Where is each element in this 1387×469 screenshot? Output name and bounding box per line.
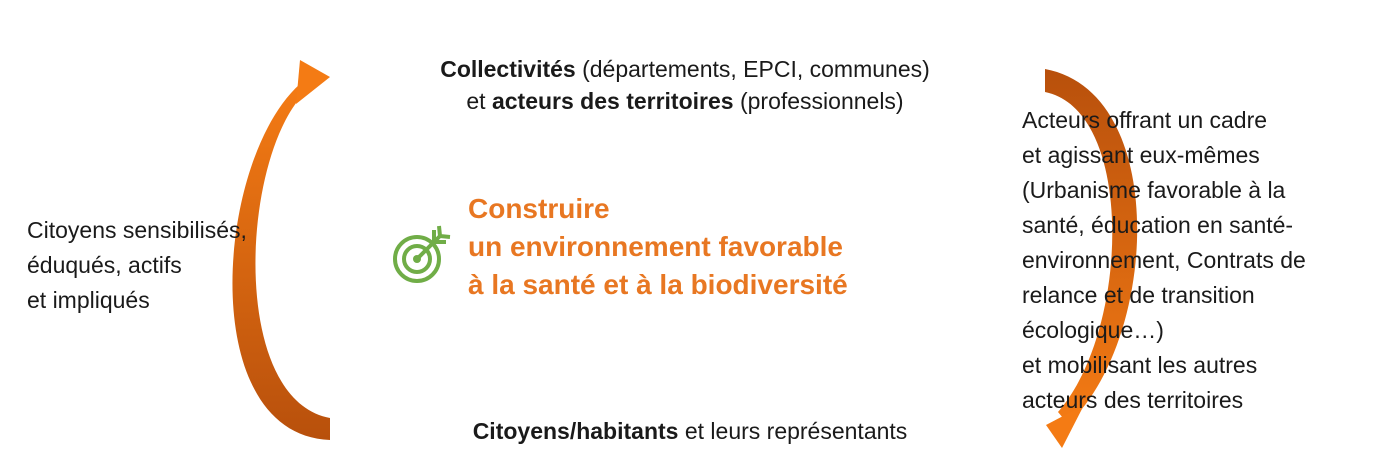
- right-line-2: et agissant eux-mêmes: [1022, 142, 1260, 168]
- left-line-3: et impliqués: [27, 287, 150, 313]
- right-line-4: santé, éducation en santé-: [1022, 212, 1294, 238]
- citoyens-habitants-label: Citoyens/habitants et leurs représentant…: [390, 415, 990, 447]
- collectivites-line-1: Collectivités (départements, EPCI, commu…: [350, 53, 1020, 85]
- right-line-3: (Urbanisme favorable à la: [1022, 177, 1286, 203]
- right-line-9: acteurs des territoires: [1022, 387, 1244, 413]
- left-cycle-arrow: [232, 60, 330, 440]
- central-goal: Construire un environnement favorable à …: [468, 190, 928, 304]
- citoyens-habitants-detail: et leurs représentants: [678, 418, 908, 444]
- citoyens-sensibilises-label: Citoyens sensibilisés, éduqués, actifs e…: [27, 213, 307, 318]
- acteurs-detail: (professionnels): [733, 88, 904, 114]
- right-cycle-arrow: [1045, 69, 1138, 448]
- right-line-8: et mobilisant les autres: [1022, 352, 1258, 378]
- target-arrow-icon: [393, 225, 451, 283]
- right-line-5: environnement, Contrats de: [1022, 247, 1306, 273]
- acteurs-cadre-label: Acteurs offrant un cadre et agissant eux…: [1022, 103, 1382, 418]
- left-line-1: Citoyens sensibilisés,: [27, 217, 247, 243]
- citoyens-habitants-bold: Citoyens/habitants: [472, 418, 679, 444]
- collectivites-detail: (départements, EPCI, communes): [575, 56, 930, 82]
- collectivites-label: Collectivités (départements, EPCI, commu…: [350, 53, 1020, 117]
- central-goal-line-3: à la santé et à la biodiversité: [468, 269, 848, 300]
- acteurs-prefix: et: [466, 88, 492, 114]
- right-line-7: écologique…): [1022, 317, 1164, 343]
- right-line-1: Acteurs offrant un cadre: [1022, 107, 1268, 133]
- acteurs-territoires-bold: acteurs des territoires: [491, 88, 734, 114]
- collectivites-line-2: et acteurs des territoires (professionne…: [350, 85, 1020, 117]
- central-goal-title: Construire un environnement favorable à …: [468, 190, 928, 304]
- collectivites-bold: Collectivités: [440, 56, 576, 82]
- central-goal-line-1: Construire: [468, 193, 610, 224]
- right-line-6: relance et de transition: [1022, 282, 1255, 308]
- left-line-2: éduqués, actifs: [27, 252, 182, 278]
- central-goal-line-2: un environnement favorable: [468, 231, 843, 262]
